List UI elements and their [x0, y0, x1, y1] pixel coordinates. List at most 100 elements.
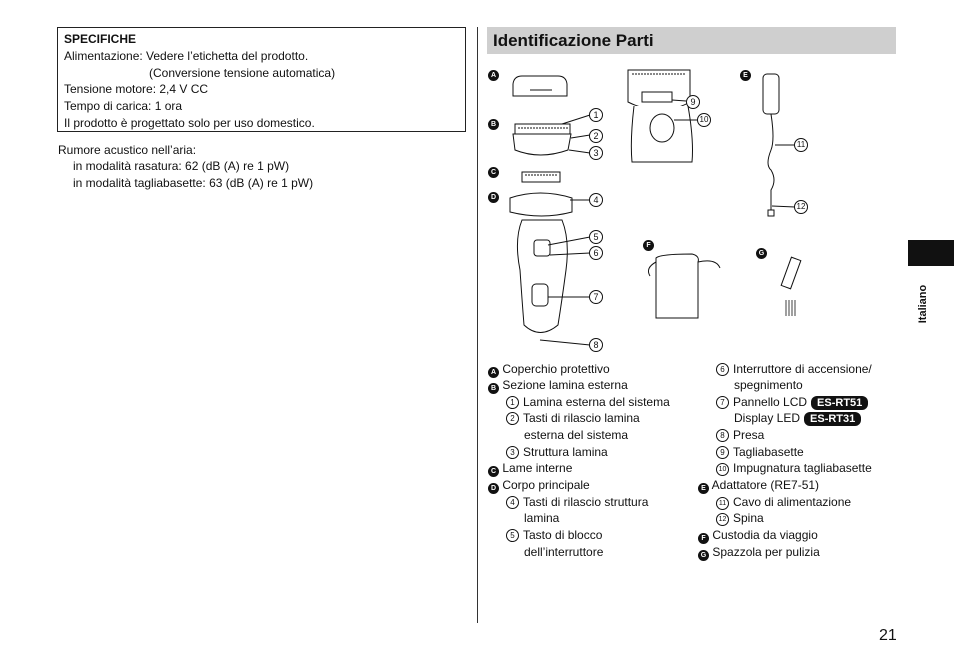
part-label: Custodia da viaggio: [712, 528, 818, 542]
part-badge: E: [698, 483, 709, 494]
trimmer-head-drawing: [627, 69, 691, 111]
figure-badge-g: G: [756, 248, 767, 259]
language-tab: [908, 240, 954, 266]
part-label: Spina: [733, 511, 764, 525]
noise-shaving: in modalità rasatura: 62 (dB (A) re 1 pW…: [73, 159, 290, 173]
part-label: Presa: [733, 428, 765, 442]
part-number: 2: [506, 412, 519, 425]
part-list-item: 3 Struttura lamina: [506, 445, 608, 459]
protective-cap-drawing: [512, 75, 568, 97]
part-list-item: D Corpo principale: [488, 478, 590, 494]
part-number: 1: [506, 396, 519, 409]
callout-9: 9: [686, 95, 700, 109]
part-list-item: 1 Lamina esterna del sistema: [506, 395, 670, 409]
spec-motor-voltage: Tensione motore: 2,4 V CC: [64, 82, 209, 96]
part-label: Spazzola per pulizia: [712, 545, 820, 559]
part-list-continuation: dell’interruttore: [524, 545, 604, 559]
callout-3: 3: [589, 146, 603, 160]
part-label: Struttura lamina: [523, 445, 608, 459]
figure-badge-d: D: [488, 192, 499, 203]
callout-12: 12: [794, 200, 808, 214]
callout-5: 5: [589, 230, 603, 244]
part-list-item: A Coperchio protettivo: [488, 362, 610, 378]
adapter-drawing: [762, 73, 780, 115]
part-list-item: G Spazzola per pulizia: [698, 545, 820, 561]
part-list-continuation: esterna del sistema: [524, 428, 629, 442]
figure-badge-f: F: [643, 240, 654, 251]
spec-voltage-conversion: (Conversione tensione automatica): [149, 66, 336, 80]
part-label: Tasti di rilascio struttura: [523, 495, 649, 509]
specifications-box: SPECIFICHE Alimentazione: Vedere l’etich…: [57, 27, 466, 132]
figure-badge-e: E: [740, 70, 751, 81]
spec-charging-time: Tempo di carica: 1 ora: [64, 99, 183, 113]
callout-1: 1: [589, 108, 603, 122]
column-divider: [477, 27, 478, 623]
figure-badge-a: A: [488, 70, 499, 81]
part-list-item: B Sezione lamina esterna: [488, 378, 628, 394]
part-number: 3: [506, 446, 519, 459]
part-label: Interruttore di accensione/: [733, 362, 872, 376]
figure-badge-b: B: [488, 119, 499, 130]
noise-trimmer: in modalità tagliabasette: 63 (dB (A) re…: [73, 176, 314, 190]
part-badge: B: [488, 383, 499, 394]
callout-10: 10: [697, 113, 711, 127]
part-list-item: 10 Impugnatura tagliabasette: [716, 461, 872, 476]
part-number: 11: [716, 497, 729, 510]
part-badge: A: [488, 367, 499, 378]
part-list-item: 4 Tasti di rilascio struttura: [506, 495, 648, 509]
part-badge: C: [488, 466, 499, 477]
part-list-item: E Adattatore (RE7-51): [698, 478, 819, 494]
figure-badge-c: C: [488, 167, 499, 178]
spec-household-use: Il prodotto è progettato solo per uso do…: [64, 116, 315, 130]
main-body-drawing: [516, 219, 568, 333]
part-list-item: 2 Tasti di rilascio lamina: [506, 411, 640, 425]
part-badge: F: [698, 533, 709, 544]
part-label: Tasto di blocco: [523, 528, 603, 542]
part-label: Lamina esterna del sistema: [523, 395, 670, 409]
part-label: Impugnatura tagliabasette: [733, 461, 872, 475]
part-label: Coperchio protettivo: [502, 362, 610, 376]
part-number: 5: [506, 529, 519, 542]
callout-2: 2: [589, 129, 603, 143]
section-title-bar: [487, 27, 896, 54]
callout-8: 8: [589, 338, 603, 352]
part-label: Tasti di rilascio lamina: [523, 411, 640, 425]
part-list-item: F Custodia da viaggio: [698, 528, 818, 544]
part-number: 12: [716, 513, 729, 526]
main-body-head-drawing: [509, 192, 573, 217]
cleaning-brush-drawing: [780, 256, 802, 290]
callout-4: 4: [589, 193, 603, 207]
part-number: 10: [716, 463, 729, 476]
part-number: 9: [716, 446, 729, 459]
noise-label: Rumore acustico nell’aria:: [58, 143, 197, 157]
part-number: 4: [506, 496, 519, 509]
part-label: Corpo principale: [502, 478, 590, 492]
spec-power: Alimentazione: Vedere l’etichetta del pr…: [64, 49, 309, 63]
part-list-continuation: lamina: [524, 511, 560, 525]
callout-11: 11: [794, 138, 808, 152]
page-number: 21: [879, 627, 897, 644]
part-list-item: 12 Spina: [716, 511, 764, 526]
part-list-item: C Lame interne: [488, 461, 572, 477]
part-label: Tagliabasette: [733, 445, 804, 459]
foil-frame-drawing: [514, 123, 571, 135]
part-number: 7: [716, 396, 729, 409]
model-badge: ES-RT51: [811, 396, 869, 410]
travel-pouch-drawing: [655, 253, 699, 319]
callout-6: 6: [589, 246, 603, 260]
part-list-item: 9 Tagliabasette: [716, 445, 804, 459]
specifications-heading: SPECIFICHE: [64, 32, 137, 46]
part-badge: D: [488, 483, 499, 494]
part-label: Cavo di alimentazione: [733, 495, 852, 509]
part-list-item: 11 Cavo di alimentazione: [716, 495, 851, 510]
part-label: Lame interne: [502, 461, 573, 475]
part-label: Display LED: [734, 411, 801, 425]
language-label: Italiano: [917, 284, 929, 324]
callout-7: 7: [589, 290, 603, 304]
inner-blades-drawing: [521, 171, 561, 183]
